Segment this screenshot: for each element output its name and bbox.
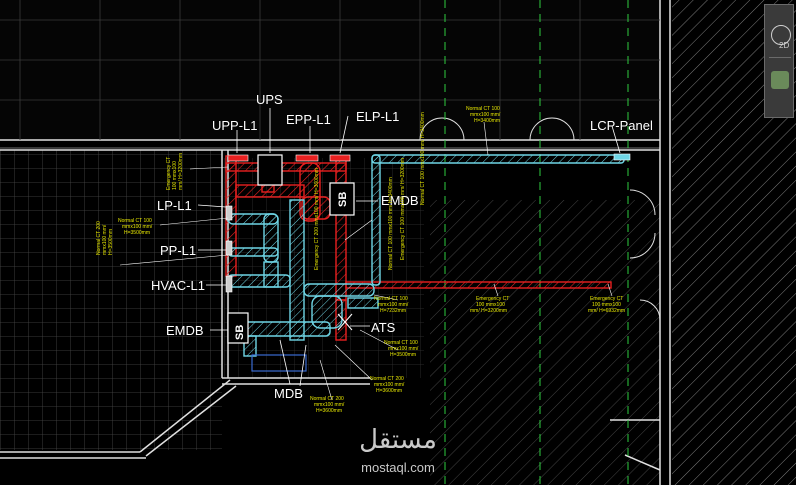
- watermark-latin: mostaql.com: [361, 460, 435, 475]
- svg-text:H=3600mm: H=3600mm: [316, 408, 342, 414]
- svg-text:H=3400mm: H=3400mm: [474, 118, 500, 124]
- svg-text:mmx100 mm/: mmx100 mm/: [314, 402, 345, 408]
- elp-l1-label: ELP-L1: [356, 109, 399, 124]
- svg-text:H=3500mm: H=3500mm: [124, 230, 150, 236]
- ups-label: UPS: [256, 92, 283, 107]
- navigation-bar[interactable]: 2D: [764, 4, 794, 118]
- hvac-l1-label: HVAC-L1: [151, 278, 205, 293]
- epp-l1-label: EPP-L1: [286, 112, 331, 127]
- mostaql-watermark: مستقل mostaql.com: [348, 425, 448, 480]
- sb-top-label: SB: [337, 192, 349, 207]
- svg-text:mmx100 mm/: mmx100 mm/: [374, 382, 405, 388]
- svg-text:mmx100 mm/: mmx100 mm/: [102, 224, 108, 255]
- svg-text:Normal CT 100 mmx100 mm/ H=340: Normal CT 100 mmx100 mm/ H=3400mm: [388, 177, 394, 270]
- svg-text:mmx100 mm/: mmx100 mm/: [122, 224, 153, 230]
- svg-text:Emergency CT 200 mmx100 mm/ H=: Emergency CT 200 mmx100 mm/ H=3600mm: [314, 168, 320, 270]
- sb-left-label: SB: [234, 325, 246, 340]
- green-dashed-lines: [444, 0, 629, 485]
- door-swings: [419, 117, 661, 321]
- svg-text:Normal CT 200: Normal CT 200: [370, 376, 404, 382]
- ats-symbol: [337, 313, 353, 331]
- svg-text:H=3600mm: H=3600mm: [376, 388, 402, 394]
- svg-text:Emergency CT: Emergency CT: [476, 296, 509, 302]
- top-grid-lines: [0, 0, 660, 140]
- svg-text:Normal CT 100: Normal CT 100: [466, 106, 500, 112]
- zoom-mode-text: 2D: [779, 41, 790, 50]
- top-area: [0, 0, 660, 140]
- svg-text:Emergency CT: Emergency CT: [166, 157, 172, 190]
- svg-text:mmx100 mm/: mmx100 mm/: [388, 346, 419, 352]
- svg-text:mm/ H=6932mm: mm/ H=6932mm: [588, 308, 625, 314]
- walls: [0, 0, 671, 485]
- panel-markers: [225, 153, 631, 293]
- emdb-top-label: EMDB: [381, 193, 419, 208]
- mid-hatch: [430, 200, 660, 485]
- svg-text:100 mmx100: 100 mmx100: [476, 302, 505, 308]
- svg-text:Normal CT 200: Normal CT 200: [310, 396, 344, 402]
- normal-trays: [227, 154, 625, 357]
- svg-text:H=3500mm: H=3500mm: [108, 229, 114, 255]
- lp-l1-label: LP-L1: [157, 198, 192, 213]
- svg-text:mmx100 mm/: mmx100 mm/: [470, 112, 501, 118]
- svg-text:H=3500mm: H=3500mm: [390, 352, 416, 358]
- svg-text:Emergency CT: Emergency CT: [590, 296, 623, 302]
- equipment: [227, 154, 355, 372]
- pp-l1-label: PP-L1: [160, 243, 196, 258]
- leader-lines: [197, 108, 621, 387]
- svg-text:Normal CT 100: Normal CT 100: [374, 296, 408, 302]
- annotation-notes: Normal CT 100 mmx100 mm/ H=3400mm Normal…: [96, 106, 625, 414]
- svg-text:Normal CT 100: Normal CT 100: [384, 340, 418, 346]
- svg-text:Emergency CT 100 mmx100 mm/ H=: Emergency CT 100 mmx100 mm/ H=3200mm: [400, 158, 406, 260]
- svg-text:mm/ H=3200mm: mm/ H=3200mm: [178, 153, 184, 190]
- left-tile-grid: [0, 150, 222, 450]
- pan-icon[interactable]: [771, 71, 789, 89]
- svg-text:mmx100 mm/: mmx100 mm/: [378, 302, 409, 308]
- svg-text:100 mmx100: 100 mmx100: [592, 302, 621, 308]
- watermark-arabic: مستقل: [359, 425, 437, 455]
- svg-text:100 mmx100: 100 mmx100: [172, 161, 178, 190]
- svg-text:H=7232mm: H=7232mm: [380, 308, 406, 314]
- svg-text:mm/ H=3200mm: mm/ H=3200mm: [470, 308, 507, 314]
- svg-text:Normal CT 100: Normal CT 100: [118, 218, 152, 224]
- emdb-left-label: EMDB: [166, 323, 204, 338]
- svg-text:Normal CT 200: Normal CT 200: [96, 221, 102, 255]
- ats-label: ATS: [371, 320, 396, 335]
- lcp-panel-label: LCP-Panel: [590, 118, 653, 133]
- nav-separator: [769, 57, 791, 58]
- mdb-label: MDB: [274, 386, 303, 401]
- note-leaders: [119, 121, 613, 401]
- steering-wheel-icon[interactable]: [771, 25, 791, 45]
- upp-l1-label: UPP-L1: [212, 118, 258, 133]
- svg-text:Normal CT 100 mmx100 mm/ H=340: Normal CT 100 mmx100 mm/ H=3400mm: [420, 112, 426, 205]
